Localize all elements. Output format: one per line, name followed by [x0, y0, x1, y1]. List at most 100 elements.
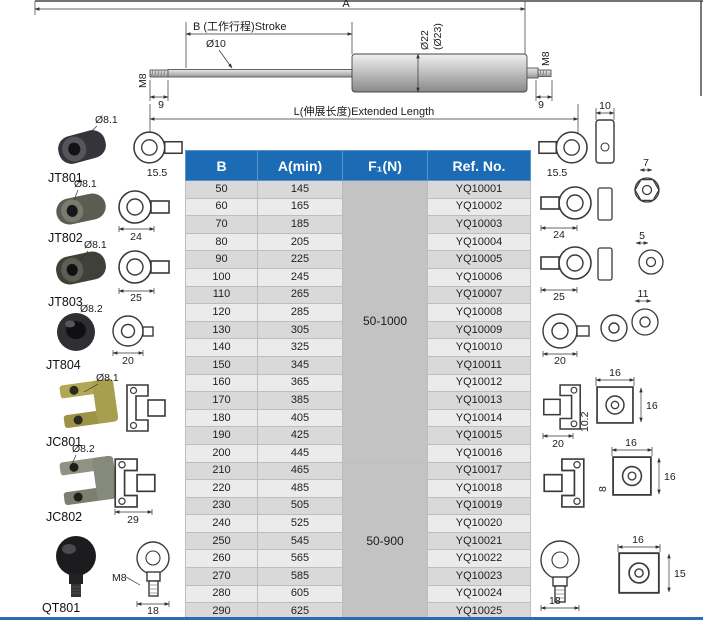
- b-value-cell: 210: [185, 461, 258, 481]
- jt801-name-label: JT801: [48, 171, 83, 185]
- right-z1-height-dim: 15.5: [547, 167, 568, 179]
- jc801-dia-label: Ø8.1: [96, 372, 119, 384]
- z4-width-dim: 20: [554, 355, 566, 367]
- ref-no-cell: YQ10007: [427, 285, 531, 305]
- dim-b-stroke-label: B (工作行程)Stroke: [193, 20, 287, 33]
- a-min-value-cell: 325: [257, 338, 343, 357]
- b-value-cell: 60: [185, 197, 258, 217]
- ref-no-cell: YQ10009: [427, 320, 531, 340]
- b-value-cell: 230: [185, 496, 258, 516]
- b-value-cell: 150: [185, 355, 258, 375]
- jt803-name-label: JT803: [48, 295, 83, 309]
- a-min-value-cell: 625: [257, 602, 343, 620]
- z6-slot-dim: 8: [597, 486, 609, 492]
- z5-top-dim-line: [595, 377, 635, 386]
- a-min-value-cell: 425: [257, 426, 343, 445]
- ref-no-cell: YQ10019: [427, 496, 531, 516]
- a-min-value-cell: 605: [257, 584, 343, 604]
- z6-face-view: [612, 456, 652, 496]
- extended-length-label: L(伸展长度)Extended Length: [294, 104, 435, 118]
- b-value-cell: 240: [185, 514, 258, 533]
- ref-no-cell: YQ10016: [427, 443, 531, 463]
- dimension-stroke: [185, 22, 353, 68]
- a-min-value-cell: 405: [257, 408, 343, 428]
- qt801-dim-line: [136, 601, 170, 607]
- a-min-value-cell: 165: [257, 197, 343, 217]
- jt803-dim-line: [118, 288, 155, 294]
- ref-no-cell: YQ10015: [427, 426, 531, 445]
- z5-top-dim: 16: [609, 367, 621, 379]
- gas-spring-body: [149, 53, 552, 93]
- jt801-photo: [58, 130, 106, 164]
- z7-top-dim-line: [617, 544, 661, 552]
- ref-no-cell: YQ10020: [427, 514, 531, 533]
- ref-no-cell: YQ10014: [427, 408, 531, 428]
- z2-width-dim: 24: [553, 229, 565, 241]
- gas-spring-drawing: A B (工作行程)Stroke Ø10: [34, 0, 588, 179]
- dimension-total-length: [34, 1, 526, 54]
- z7-right-dim: 15: [674, 568, 686, 580]
- z2-dim-line: [540, 225, 578, 231]
- jt802-name-label: JT802: [48, 231, 83, 245]
- a-min-value-cell: 265: [257, 285, 343, 305]
- qt801-name-label: QT801: [42, 601, 80, 615]
- tube-dia-alt-label: (Ø23): [432, 23, 444, 50]
- dimension-end-left: [149, 80, 169, 101]
- force-range-cell: 50-1000: [342, 180, 428, 463]
- jt804-drawing: [112, 315, 154, 347]
- z7-top-dim: 16: [632, 534, 644, 546]
- a-min-value-cell: 305: [257, 320, 343, 340]
- jc802-dia-label: Ø8.2: [72, 443, 95, 455]
- jc802-name-label: JC802: [46, 510, 82, 524]
- z3-face-view: [631, 308, 659, 336]
- a-min-value-cell: 525: [257, 514, 343, 533]
- a-min-value-cell: 585: [257, 567, 343, 586]
- thread-left-label: M8: [137, 73, 149, 88]
- z5-slot-dim: 10.2: [579, 411, 591, 432]
- a-min-value-cell: 505: [257, 496, 343, 516]
- jc802-drawing: [114, 458, 156, 508]
- b-value-cell: 100: [185, 267, 258, 287]
- z2-side-view: [597, 187, 613, 221]
- bottom-border-bar: [0, 617, 703, 620]
- jc801-photo: [59, 378, 119, 429]
- a-min-value-cell: 365: [257, 373, 343, 393]
- table-header-row: B A(min) F₁(N) Ref. No.: [185, 150, 531, 181]
- ref-no-cell: YQ10022: [427, 549, 531, 569]
- qt801-drawing: [136, 541, 170, 597]
- ref-no-cell: YQ10023: [427, 567, 531, 586]
- z2-side-dim: 5: [639, 230, 645, 242]
- a-min-value-cell: 225: [257, 250, 343, 269]
- jt804-width-dim: 20: [122, 355, 134, 367]
- header-a-min: A(min): [257, 150, 343, 181]
- b-value-cell: 190: [185, 426, 258, 445]
- b-value-cell: 180: [185, 408, 258, 428]
- a-min-value-cell: 445: [257, 443, 343, 463]
- z5-width-dim: 20: [552, 438, 564, 450]
- z4-dim-line: [542, 351, 578, 357]
- z7-width-dim: 18: [549, 595, 561, 607]
- ref-no-cell: YQ10005: [427, 250, 531, 269]
- qt801-photo: [56, 536, 96, 597]
- right-end-eyelet-drawing: [538, 131, 588, 164]
- jt801-width-dim: 15.5: [147, 167, 168, 179]
- jc802-width-dim: 29: [127, 514, 139, 526]
- z1-top-dim-line: [595, 108, 615, 120]
- b-value-cell: 290: [185, 602, 258, 620]
- ref-no-cell: YQ10012: [427, 373, 531, 393]
- header-f1: F₁(N): [342, 150, 428, 181]
- drawing-frame: [35, 0, 703, 96]
- dimension-extended-length: [149, 104, 579, 134]
- a-min-value-cell: 205: [257, 232, 343, 252]
